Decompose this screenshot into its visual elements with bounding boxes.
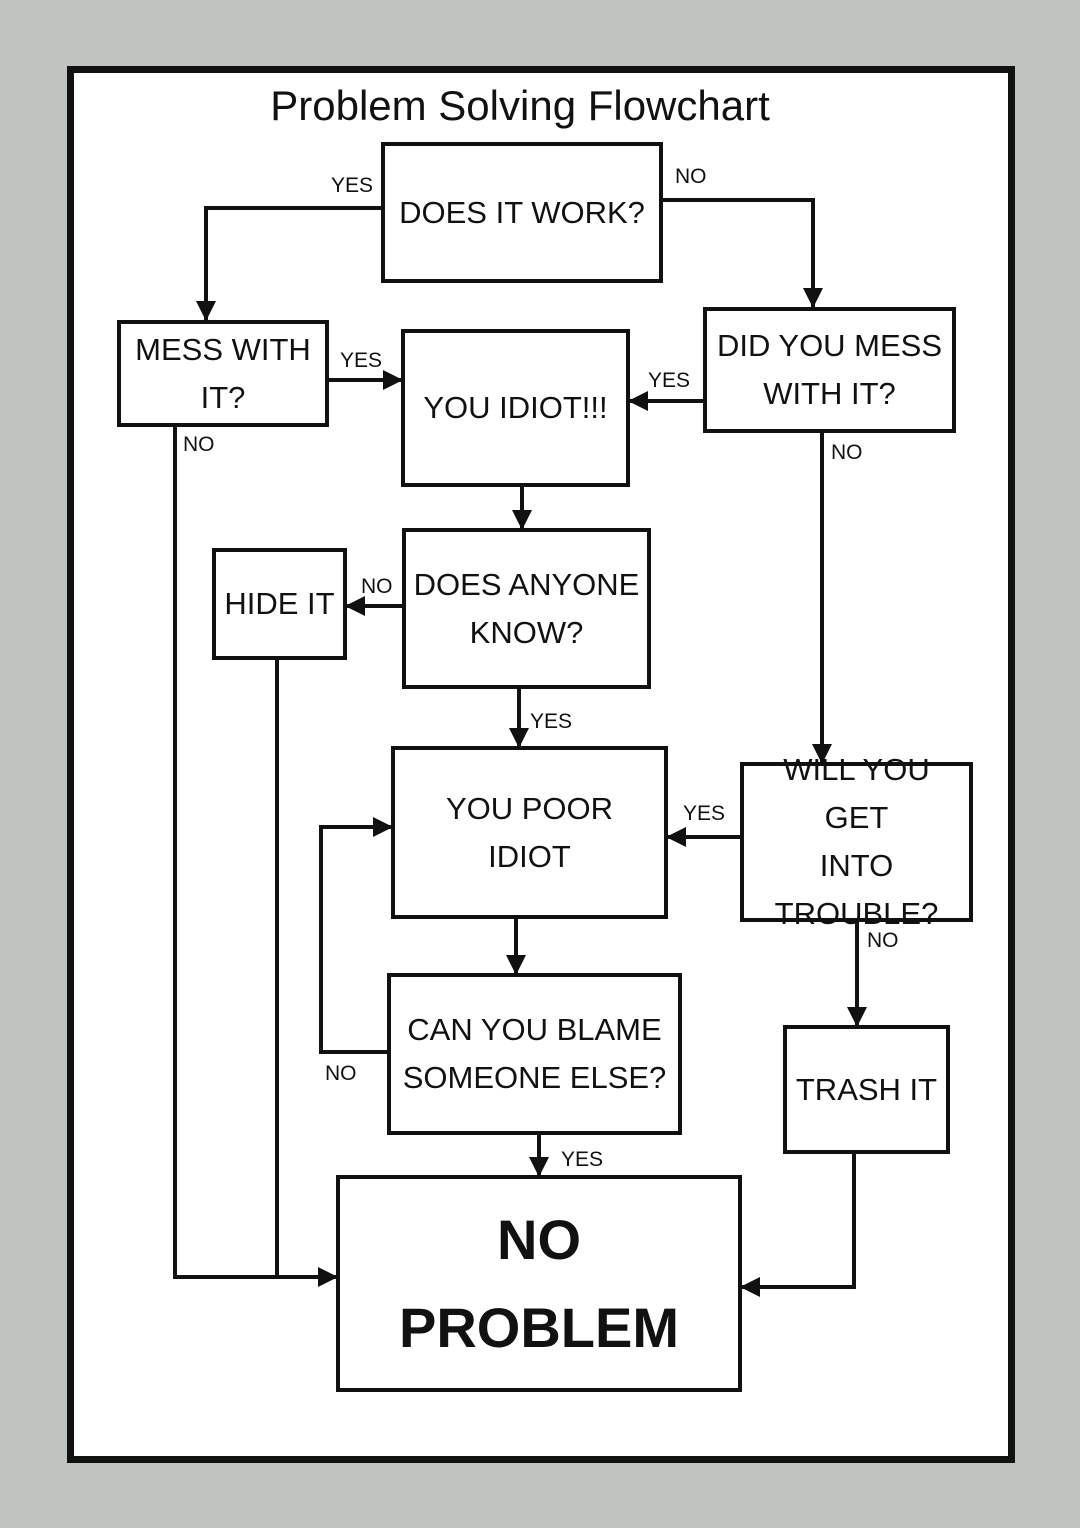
node-hide-it: HIDE IT — [212, 548, 347, 660]
edge-trash-problem — [740, 1152, 856, 1297]
node-you-poor-idiot: YOU POOR IDIOT — [391, 746, 668, 919]
node-does-anyone-know: DOES ANYONE KNOW? — [402, 528, 651, 689]
chart-title: Problem Solving Flowchart — [270, 82, 770, 129]
label-trouble-no: NO — [867, 929, 899, 952]
label-did-mess-no: NO — [831, 441, 863, 464]
node-did-you-mess: DID YOU MESS WITH IT? — [703, 307, 956, 433]
node-does-it-work: DOES IT WORK? — [381, 142, 663, 283]
node-mess-with-it: MESS WITH IT? — [117, 320, 329, 427]
node-no-problem: NO PROBLEM — [336, 1175, 742, 1392]
edge-work-yes — [196, 206, 383, 321]
label-mess-yes: YES — [340, 349, 383, 372]
label-mess-no: NO — [183, 433, 215, 456]
label-blame-yes: YES — [561, 1148, 604, 1171]
node-trash-it: TRASH IT — [783, 1025, 950, 1154]
label-blame-no: NO — [325, 1062, 357, 1085]
label-know-no: NO — [361, 575, 393, 598]
node-can-you-blame: CAN YOU BLAME SOMEONE ELSE? — [387, 973, 682, 1135]
label-work-no: NO — [675, 165, 707, 188]
label-trouble-yes: YES — [683, 802, 726, 825]
edge-mess-no — [173, 425, 338, 1287]
node-will-you-get-into-trouble: WILL YOU GET INTO TROUBLE? — [740, 752, 973, 931]
node-you-idiot: YOU IDIOT!!! — [401, 329, 630, 487]
label-work-yes: YES — [331, 174, 374, 197]
label-know-yes: YES — [530, 710, 573, 733]
edge-blame-no — [319, 817, 393, 1054]
edge-work-no — [661, 198, 823, 308]
label-did-mess-yes: YES — [648, 369, 691, 392]
